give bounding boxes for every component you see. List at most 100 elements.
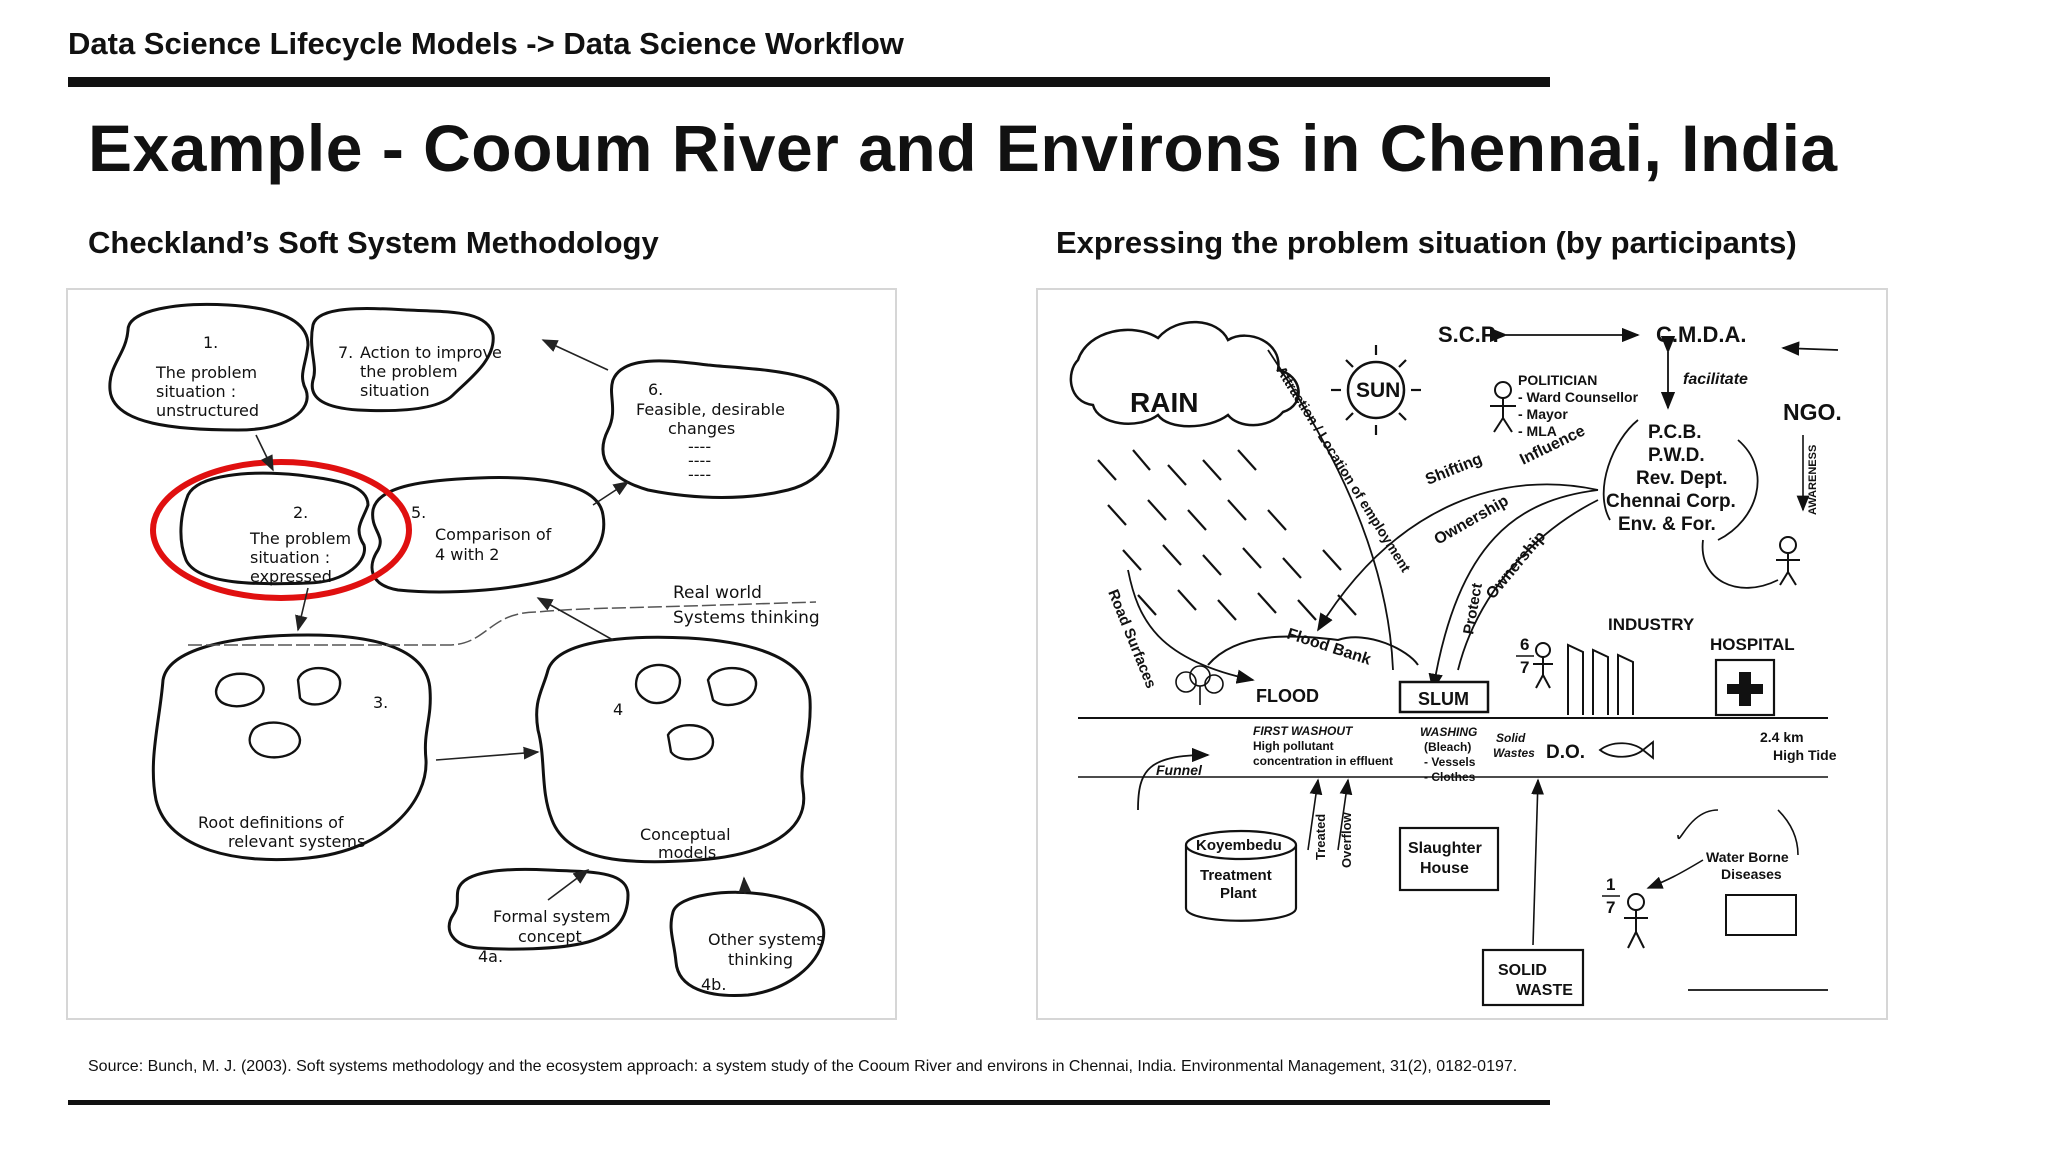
solid-wastes-1: Solid [1496, 731, 1526, 745]
ngo-figure-icon [1776, 536, 1800, 586]
politician-mla: - MLA [1518, 423, 1557, 439]
water-borne-1: Water Borne [1706, 849, 1789, 865]
fraction1-num: 6 [1520, 635, 1529, 654]
treatment-label: Treatment [1200, 867, 1272, 884]
slaughter-label: Slaughter [1408, 840, 1482, 857]
sun-label: SUN [1356, 379, 1400, 402]
stage-4-blob [535, 635, 812, 864]
cmda-label: C.M.D.A. [1656, 322, 1746, 347]
stage-4-line2: models [658, 843, 716, 862]
rich-picture: RAIN SUN S.C.P. C.M.D.A. facilitate [1069, 320, 1842, 1007]
overflow-label: Overflow [1339, 811, 1354, 868]
stage-6-blob [601, 359, 840, 499]
agency-env: Env. & For. [1618, 514, 1716, 535]
page-title: Example - Cooum River and Environs in Ch… [88, 111, 1838, 185]
do-label: D.O. [1546, 742, 1585, 763]
stage-5-number: 5. [411, 503, 426, 522]
politician-figure-icon [1490, 381, 1516, 433]
stage-1-line2: situation : [156, 382, 236, 401]
flood-label: FLOOD [1256, 686, 1319, 706]
stage-4-line1: Conceptual [640, 825, 731, 844]
ssm-diagram-panel: Real world Systems thinking 1. The probl… [66, 288, 897, 1020]
stage-4-number: 4 [613, 700, 623, 719]
stage-6-line1: Feasible, desirable [636, 400, 785, 419]
politician-mayor: - Mayor [1518, 406, 1568, 422]
stage-6-number: 6. [648, 380, 663, 399]
distance-tide: High Tide [1773, 747, 1837, 763]
waste-label: WASTE [1516, 982, 1573, 999]
stage-6-line4: ---- [688, 451, 711, 470]
politician-ward: - Ward Counsellor [1518, 389, 1639, 405]
breadcrumb: Data Science Lifecycle Models -> Data Sc… [68, 26, 904, 61]
stage-2-line3: expressed [250, 567, 332, 586]
fish-icon [1598, 740, 1654, 760]
citizen-figure-icon [1624, 893, 1648, 949]
stage-6-line5: ---- [688, 465, 711, 484]
ngo-label: NGO. [1783, 399, 1842, 425]
sun-icon [1331, 345, 1421, 435]
agency-corp: Chennai Corp. [1606, 491, 1736, 512]
first-washout-line2: High pollutant [1253, 739, 1334, 753]
stage-5-blob [370, 476, 606, 594]
trees-icon [1175, 665, 1224, 705]
divider-systems-thinking: Systems thinking [673, 608, 820, 628]
stage-2-line1: The problem [249, 529, 351, 548]
stage-3-line1: Root definitions of [198, 813, 344, 832]
stage-6-line3: ---- [688, 437, 711, 456]
funnel-label: Funnel [1156, 762, 1203, 778]
stage-1-blob [108, 302, 310, 432]
rain-cloud [1069, 320, 1300, 428]
fraction1-den: 7 [1520, 658, 1529, 677]
politician-title: POLITICIAN [1518, 372, 1597, 388]
stage-4a-number: 4a. [478, 947, 503, 966]
stage-7-blob [310, 307, 495, 413]
slum-box [1398, 680, 1490, 714]
stage-1-number: 1. [203, 333, 218, 352]
stage-4a-line2: concept [518, 927, 582, 946]
facilitate-label: facilitate [1683, 371, 1748, 388]
distance-km: 2.4 km [1760, 729, 1804, 745]
rich-picture-panel: RAIN SUN S.C.P. C.M.D.A. facilitate [1036, 288, 1888, 1020]
fraction2-num: 1 [1606, 875, 1615, 894]
washing-line3: - Vessels [1424, 755, 1476, 769]
shifting-label: Shifting [1423, 451, 1485, 489]
first-washout-title: FIRST WASHOUT [1253, 724, 1354, 738]
stage-2-number: 2. [293, 503, 308, 522]
industry-icon [1567, 643, 1634, 715]
solid-label: SOLID [1498, 962, 1547, 979]
stage-3-line2: relevant systems [228, 832, 365, 851]
left-subtitle: Checkland’s Soft System Methodology [88, 225, 659, 260]
stage-2-blob [179, 471, 370, 586]
plant-label: Plant [1220, 885, 1257, 902]
house-icon [1725, 894, 1797, 936]
house-label: House [1420, 860, 1469, 877]
stage-7-line2: the problem [360, 362, 458, 381]
agency-rev: Rev. Dept. [1636, 468, 1728, 489]
stage-6-line2: changes [668, 419, 735, 438]
stage-7-line3: situation [360, 381, 430, 400]
stage-3-blob [151, 633, 432, 862]
first-washout-line3: concentration in effluent [1253, 754, 1393, 768]
highlight-circle [150, 459, 412, 601]
header-rule [68, 77, 1550, 87]
water-borne-2: Diseases [1721, 866, 1782, 882]
washing-line2: (Bleach) [1424, 740, 1471, 754]
solid-wastes-2: Wastes [1493, 746, 1535, 760]
scp-label: S.C.P. [1438, 322, 1499, 347]
stage-2-line2: situation : [250, 548, 330, 567]
stage-3-number: 3. [373, 693, 388, 712]
stage-4b-number: 4b. [701, 975, 726, 994]
agency-pwd: P.W.D. [1648, 445, 1705, 466]
ownership-label-1: Ownership [1432, 492, 1512, 548]
stage-4b-line2: thinking [728, 950, 793, 969]
koyembedu-label: Koyembedu [1196, 837, 1282, 854]
washing-title: WASHING [1420, 725, 1477, 739]
fraction2-den: 7 [1606, 898, 1615, 917]
divider-real-world: Real world [673, 583, 762, 603]
footer-rule [68, 1100, 1550, 1105]
stage-1-line3: unstructured [156, 401, 259, 420]
source-citation: Source: Bunch, M. J. (2003). Soft system… [88, 1058, 1518, 1075]
rain-label: RAIN [1130, 387, 1198, 418]
treatment-plant-icon [1184, 845, 1298, 922]
solid-waste-box [1481, 948, 1585, 1007]
